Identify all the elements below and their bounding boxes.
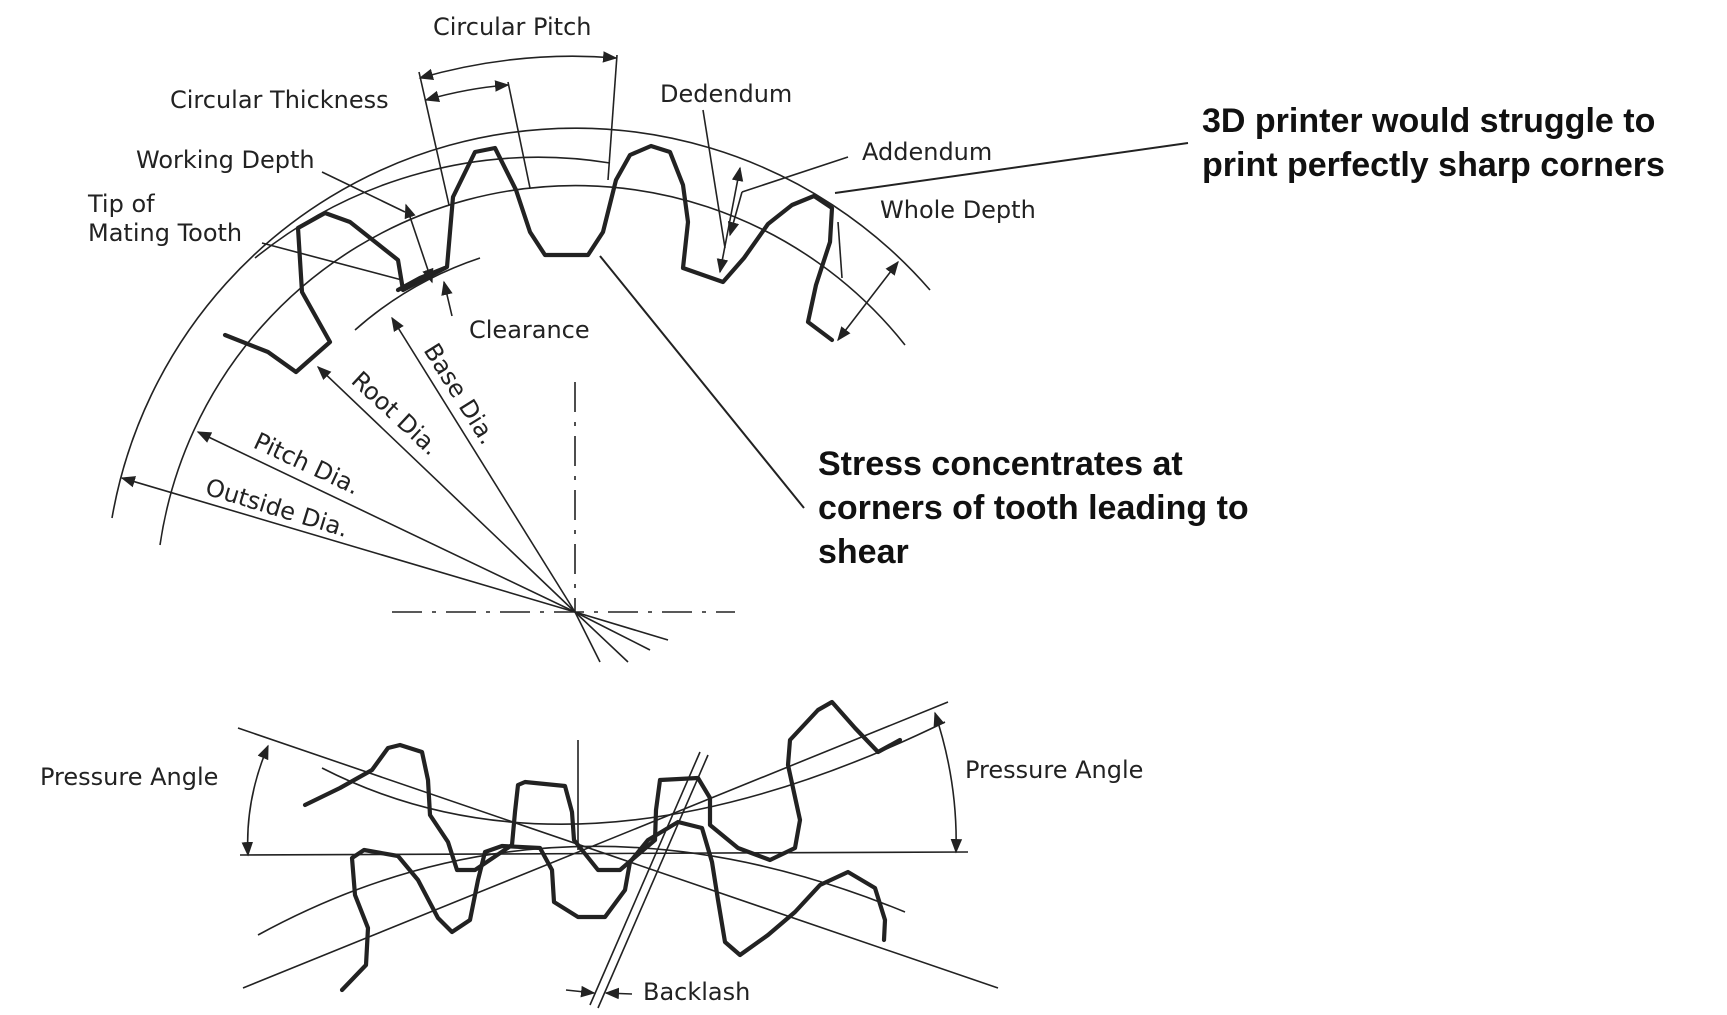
pressure-angle-arc-left	[241, 744, 269, 857]
dedendum-label: Dedendum	[660, 80, 792, 108]
dedendum-arrow	[716, 166, 744, 274]
backlash-label: Backlash	[643, 978, 750, 1006]
printer-annotation-line1: 3D printer would struggle to	[1202, 102, 1655, 140]
lower-mesh-pitch-arc	[257, 845, 906, 936]
mating-tooth-tip	[395, 265, 448, 293]
clearance-arrow	[441, 280, 453, 317]
stress-annotation-line3: shear	[818, 533, 909, 571]
pressure-angle-right-label: Pressure Angle	[965, 756, 1143, 784]
stress-annotation-line2: corners of tooth leading to	[818, 489, 1249, 527]
pitch-circle-arc	[159, 184, 906, 546]
addendum-label: Addendum	[862, 138, 992, 166]
stress-annotation-line1: Stress concentrates at	[818, 445, 1183, 483]
whole-depth-label: Whole Depth	[880, 196, 1036, 224]
root-dia-line	[316, 366, 576, 613]
pressure-angle-left-label: Pressure Angle	[40, 763, 218, 791]
circular-thickness-arrow	[424, 80, 510, 102]
outside-circle-arc	[111, 127, 931, 519]
line-of-action-right	[242, 701, 949, 989]
upper-mesh-pitch-arc	[321, 721, 946, 826]
base-dia-line	[391, 316, 576, 613]
root-circle-arc	[354, 257, 481, 331]
pressure-angle-arc-right	[933, 711, 963, 854]
meshing-gears	[237, 699, 999, 1009]
addendum-arrow	[727, 191, 743, 237]
stress-annotation-leader	[599, 255, 805, 509]
printer-annotation-line2: print perfectly sharp corners	[1202, 146, 1665, 184]
clearance-label: Clearance	[469, 316, 590, 344]
backlash-arrow	[565, 985, 596, 998]
working-depth-arrow	[404, 203, 434, 284]
printer-annotation-leader	[834, 142, 1189, 194]
whole-depth-arrow	[837, 260, 899, 342]
lower-mesh-gear-teeth	[339, 819, 888, 993]
circular-thickness-label: Circular Thickness	[170, 86, 389, 114]
line-of-action-left	[237, 727, 999, 989]
working-depth-label: Working Depth	[136, 146, 315, 174]
tip-of-label: Tip of	[87, 190, 155, 218]
outside-dia-line	[120, 476, 576, 613]
circular-pitch-label: Circular Pitch	[433, 13, 591, 41]
circular-pitch-arrow	[418, 51, 618, 80]
pitch-dia-line	[196, 431, 576, 613]
mating-tooth-label: Mating Tooth	[88, 219, 242, 247]
upper-mesh-gear-teeth	[302, 699, 903, 873]
upper-gear-tooth-profile	[222, 143, 835, 375]
upper-gear	[111, 51, 931, 663]
